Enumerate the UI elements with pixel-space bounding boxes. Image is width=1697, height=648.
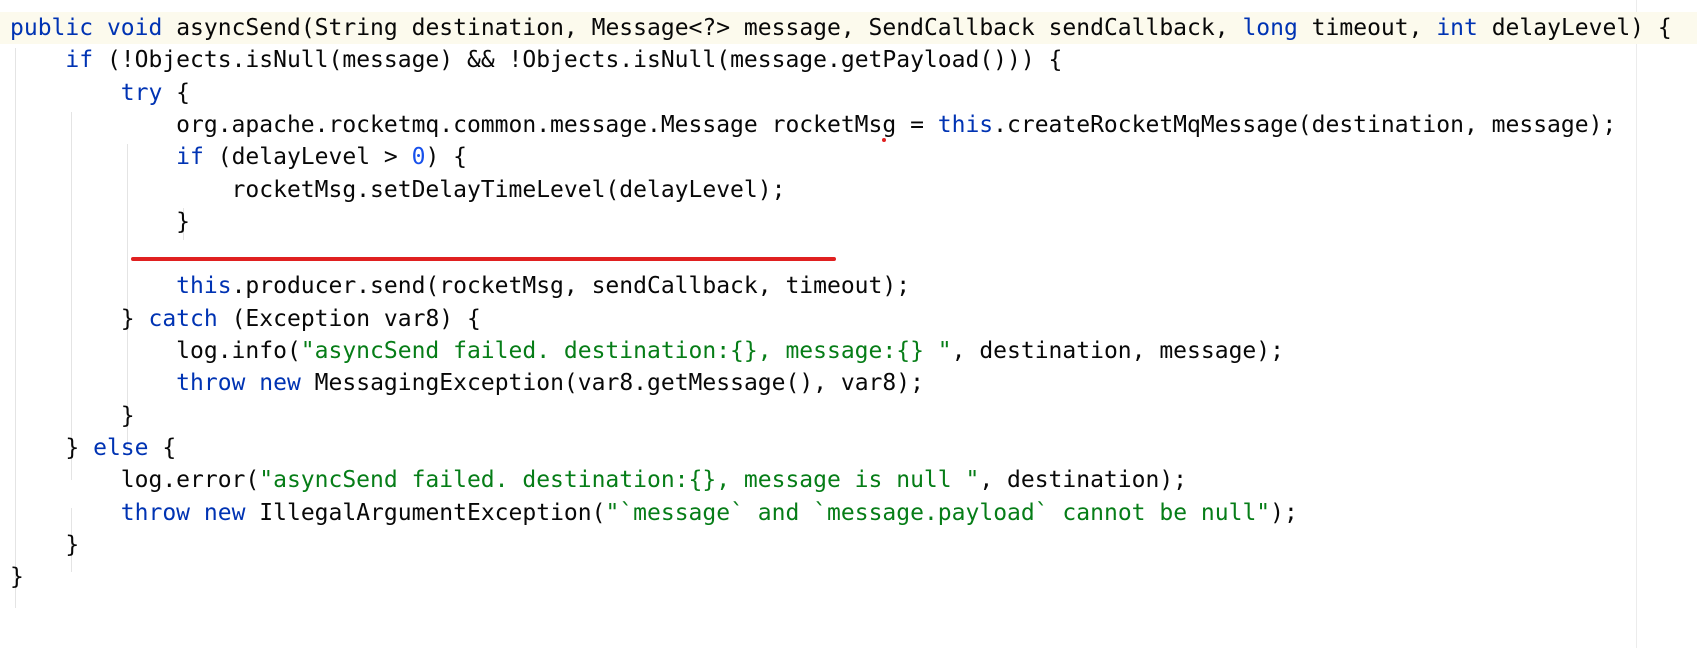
code-token: } bbox=[10, 531, 80, 558]
code-line[interactable]: this.producer.send(rocketMsg, sendCallba… bbox=[10, 270, 910, 302]
code-line[interactable]: org.apache.rocketmq.common.message.Messa… bbox=[10, 109, 1616, 141]
code-token bbox=[10, 273, 176, 299]
code-line[interactable]: log.info("asyncSend failed. destination:… bbox=[10, 335, 1284, 367]
code-token: } bbox=[10, 402, 135, 429]
code-token: } bbox=[10, 434, 94, 461]
code-token: log.error( bbox=[10, 467, 260, 494]
indent-guide bbox=[127, 144, 128, 448]
code-line[interactable]: public void asyncSend(String destination… bbox=[0, 12, 1697, 44]
right-margin-guide bbox=[1636, 0, 1637, 648]
code-token: , destination); bbox=[979, 467, 1188, 494]
string-token: "`message` and `message.payload` cannot … bbox=[605, 499, 1271, 526]
keyword-token: throw bbox=[120, 499, 191, 526]
keyword-token: if bbox=[65, 47, 94, 74]
keyword-token: new bbox=[259, 370, 301, 397]
code-token: rocketMsg.setDelayTimeLevel(delayLevel); bbox=[10, 176, 786, 203]
code-token bbox=[10, 47, 65, 73]
number-token: 0 bbox=[411, 144, 426, 171]
code-line[interactable]: if (delayLevel > 0) { bbox=[10, 141, 467, 173]
code-line[interactable]: throw new IllegalArgumentException("`mes… bbox=[10, 497, 1298, 529]
code-token: } bbox=[10, 305, 149, 332]
code-token: ) { bbox=[425, 144, 467, 171]
code-token: { bbox=[148, 434, 177, 461]
code-token bbox=[10, 370, 176, 396]
code-line[interactable]: try { bbox=[10, 77, 190, 109]
code-token: } bbox=[10, 564, 24, 591]
code-token: , destination, message); bbox=[951, 338, 1284, 364]
keyword-token: public bbox=[10, 15, 94, 41]
red-annotation-mark bbox=[882, 138, 886, 142]
code-line[interactable]: } bbox=[10, 400, 135, 432]
code-token bbox=[245, 370, 259, 396]
code-token: MessagingException(var8.getMessage(), va… bbox=[300, 370, 924, 397]
keyword-token: void bbox=[106, 15, 163, 41]
code-token: log.info( bbox=[10, 338, 301, 364]
keyword-token: catch bbox=[148, 305, 218, 332]
keyword-token: this bbox=[937, 111, 994, 138]
code-token: (!Objects.isNull(message) && !Objects.is… bbox=[93, 47, 1063, 74]
indent-guide bbox=[183, 208, 184, 240]
code-line[interactable]: } bbox=[10, 561, 24, 593]
code-token bbox=[10, 500, 121, 526]
keyword-token: throw bbox=[176, 370, 246, 397]
indent-guide bbox=[71, 508, 72, 572]
keyword-token: try bbox=[120, 79, 163, 106]
code-token: .createRocketMqMessage(destination, mess… bbox=[993, 111, 1617, 138]
code-token bbox=[10, 144, 176, 170]
code-token: ); bbox=[1270, 499, 1298, 526]
keyword-token: int bbox=[1436, 15, 1478, 41]
code-token: delayLevel) { bbox=[1477, 15, 1672, 41]
keyword-token: new bbox=[203, 499, 246, 526]
code-token: { bbox=[162, 79, 191, 106]
keyword-token: long bbox=[1242, 15, 1298, 41]
code-line[interactable]: } bbox=[10, 206, 190, 238]
keyword-token: else bbox=[93, 434, 149, 461]
string-token: "asyncSend failed. destination:{}, messa… bbox=[300, 338, 952, 364]
code-token bbox=[190, 500, 204, 526]
indent-guide bbox=[71, 112, 72, 480]
code-line[interactable]: if (!Objects.isNull(message) && !Objects… bbox=[10, 44, 1062, 76]
code-line[interactable]: rocketMsg.setDelayTimeLevel(delayLevel); bbox=[10, 174, 786, 206]
code-line[interactable]: log.error("asyncSend failed. destination… bbox=[10, 464, 1187, 496]
code-token: (Exception var8) { bbox=[217, 305, 481, 332]
red-annotation-underline bbox=[131, 257, 836, 261]
indent-guide bbox=[15, 48, 16, 608]
code-token: (delayLevel > bbox=[203, 144, 412, 171]
code-token bbox=[10, 80, 121, 106]
code-line[interactable]: } else { bbox=[10, 432, 176, 464]
code-token bbox=[93, 15, 107, 41]
code-token: IllegalArgumentException( bbox=[245, 499, 606, 526]
code-token: } bbox=[10, 208, 191, 235]
code-token: org.apache.rocketmq.common.message.Messa… bbox=[10, 111, 938, 138]
keyword-token: if bbox=[176, 144, 204, 171]
code-token: timeout, bbox=[1297, 15, 1437, 41]
code-line[interactable]: } catch (Exception var8) { bbox=[10, 303, 481, 335]
code-token: .producer.send(rocketMsg, sendCallback, … bbox=[231, 273, 911, 300]
code-line[interactable]: } bbox=[10, 529, 79, 561]
string-token: "asyncSend failed. destination:{}, messa… bbox=[259, 467, 980, 494]
code-token: asyncSend(String destination, Message<?>… bbox=[162, 15, 1243, 41]
code-line[interactable]: throw new MessagingException(var8.getMes… bbox=[10, 367, 924, 399]
keyword-token: this bbox=[176, 273, 232, 300]
